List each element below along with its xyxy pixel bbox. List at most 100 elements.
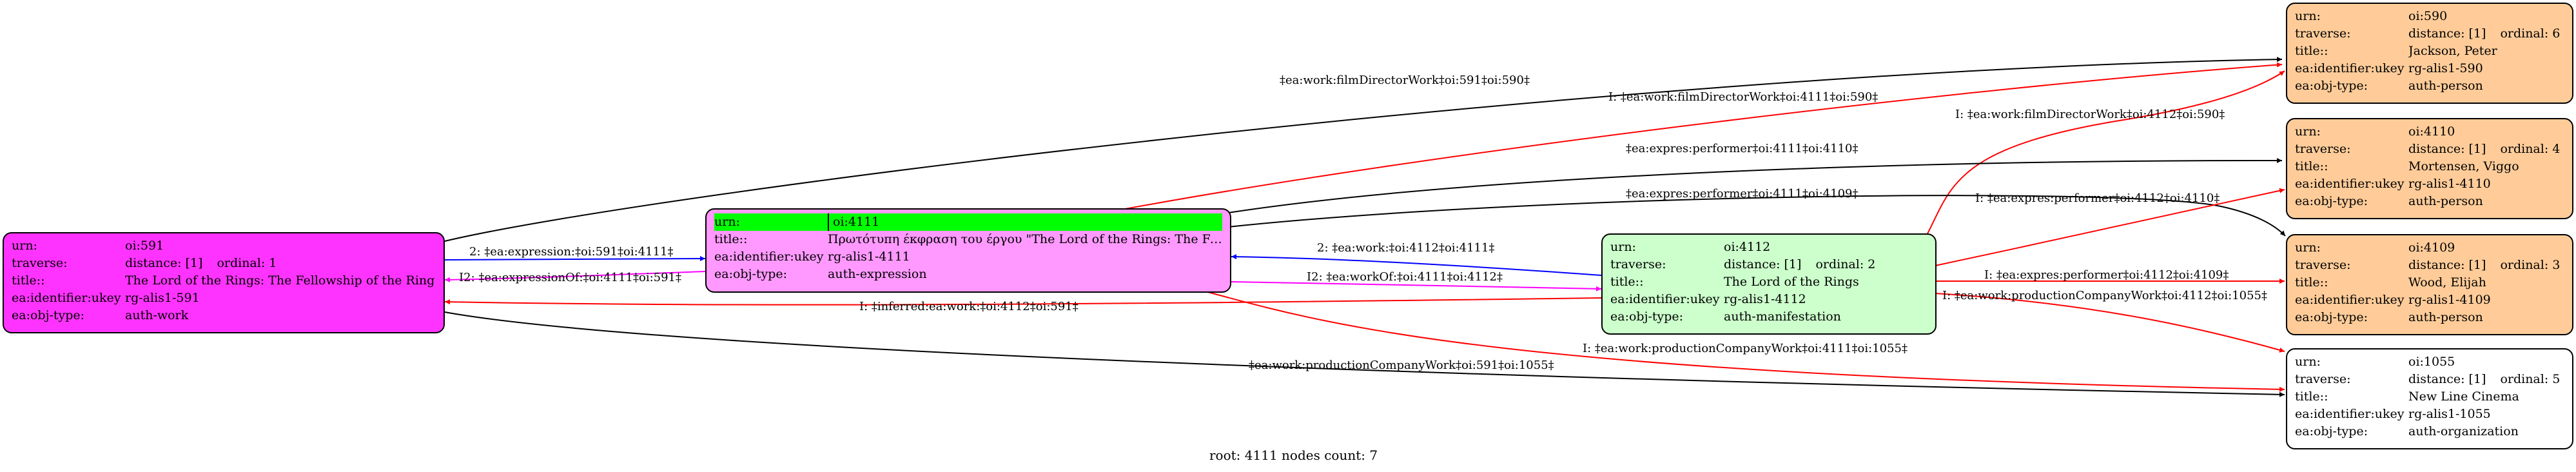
edge-label-4112-4109: I: ‡ea:expres:performer‡oi:4112‡oi:4109‡ (1984, 268, 2229, 282)
edge-4112-4111 (1231, 254, 1602, 276)
node-title: The Lord of the Rings (1724, 275, 1859, 289)
edge-4112-4110 (1935, 188, 2285, 266)
key-urn: urn: (2295, 124, 2321, 139)
node-title: Mortensen, Viggo (2408, 159, 2519, 173)
key-title: title:: (2295, 159, 2328, 173)
edge-label-591-590: ‡ea:work:filmDirectorWork‡oi:591‡oi:590‡ (1280, 74, 1530, 87)
key-urn: urn: (1610, 240, 1636, 254)
key-objtype: ea:obj-type: (714, 267, 788, 281)
key-title: title:: (2295, 275, 2328, 290)
node-urn: oi:1055 (2408, 355, 2455, 369)
edge-4111-1055 (1205, 291, 2285, 392)
node-ukey: rg-alis1-590 (2408, 61, 2483, 75)
key-traverse: traverse: (2295, 372, 2351, 386)
edge-4111-4112 (1231, 281, 1602, 291)
node-urn: oi:4110 (2408, 124, 2455, 139)
edge-591-1055 (444, 311, 2285, 397)
node-ordinal: ordinal: 2 (1815, 257, 1876, 271)
node-distance: distance: [1] (2408, 258, 2486, 272)
key-traverse: traverse: (2295, 258, 2351, 272)
edge-591-590 (444, 57, 2283, 242)
node-distance: distance: [1] (125, 256, 203, 270)
node-oi-4112[interactable]: urn: oi:4112 traverse: distance: [1] ordina… (1601, 233, 1937, 335)
key-ukey: ea:identifier:ukey (2295, 293, 2405, 307)
node-urn: oi:590 (2408, 9, 2448, 23)
node-distance: distance: [1] (2408, 26, 2486, 41)
node-title: Πρωτότυπη έκφραση του έργου "The Lord of… (828, 232, 1222, 246)
key-urn: urn: (2295, 9, 2321, 23)
node-objtype: auth-manifestation (1724, 310, 1841, 324)
key-title: title:: (2295, 44, 2328, 58)
edge-591-4111 (444, 256, 706, 262)
key-ukey: ea:identifier:ukey (12, 291, 121, 305)
edge-label-4112-591: I: ‡inferred:ea:work:‡oi:4112‡oi:591‡ (859, 300, 1078, 313)
node-objtype: auth-expression (828, 267, 927, 281)
edge-4111-591 (444, 271, 706, 282)
node-ukey: rg-alis1-4110 (2408, 177, 2491, 191)
node-ordinal: ordinal: 1 (217, 256, 277, 270)
edge-label-591-4111: 2: ‡ea:expression:‡oi:591‡oi:4111‡ (469, 245, 673, 259)
key-urn: urn: (2295, 355, 2321, 369)
graph-footer: root: 4111 nodes count: 7 (1209, 447, 1378, 463)
node-objtype: auth-person (2408, 194, 2483, 208)
node-ordinal: ordinal: 4 (2500, 142, 2561, 156)
node-oi-4109[interactable]: urn: oi:4109 traverse: distance: [1] ordina… (2286, 234, 2573, 335)
edge-4111-4109 (1227, 195, 2286, 237)
key-objtype: ea:obj-type: (2295, 194, 2368, 208)
key-ukey: ea:identifier:ukey (1610, 292, 1720, 306)
node-objtype: auth-work (125, 308, 189, 322)
edge-4112-590 (1893, 70, 2285, 279)
edge-4112-1055 (1935, 293, 2285, 353)
node-objtype: auth-person (2408, 310, 2483, 324)
edge-label-4112-4111: 2: ‡ea:work:‡oi:4112‡oi:4111‡ (1317, 241, 1494, 255)
node-distance: distance: [1] (2408, 372, 2486, 386)
node-urn: oi:591 (125, 239, 164, 253)
node-title: New Line Cinema (2408, 389, 2519, 404)
node-oi-591[interactable]: urn: oi:591 traverse: distance: [1] ordinal… (3, 232, 445, 333)
key-title: title:: (12, 273, 45, 288)
edge-4112-591 (444, 297, 1602, 306)
node-urn: oi:4112 (1724, 240, 1771, 254)
key-objtype: ea:obj-type: (1610, 310, 1684, 324)
edge-label-4111-4110: ‡ea:expres:performer‡oi:4111‡oi:4110‡ (1626, 142, 1858, 155)
node-urn: oi:4111 (833, 215, 880, 229)
node-urn: oi:4109 (2408, 241, 2455, 255)
node-ukey: rg-alis1-591 (125, 291, 200, 305)
node-distance: distance: [1] (1724, 257, 1802, 271)
edge-label-4111-590: I: ‡ea:work:filmDirectorWork‡oi:4111‡oi:… (1608, 90, 1878, 104)
edge-label-4111-1055: I: ‡ea:work:productionCompanyWork‡oi:411… (1583, 342, 1908, 355)
edge-label-4112-1055: I: ‡ea:work:productionCompanyWork‡oi:411… (1942, 289, 2267, 302)
edge-label-4111-4109: ‡ea:expres:performer‡oi:4111‡oi:4109‡ (1626, 187, 1858, 201)
node-oi-4111[interactable]: urn:oi:4111 title::Πρωτότυπη έκφραση του… (705, 208, 1231, 293)
node-ordinal: ordinal: 6 (2500, 26, 2561, 41)
edge-4111-590 (1121, 62, 2283, 210)
node-oi-1055[interactable]: urn: oi:1055 traverse: distance: [1] ordina… (2286, 348, 2573, 449)
node-objtype: auth-person (2408, 79, 2483, 93)
key-traverse: traverse: (12, 256, 68, 270)
edge-label-4111-591: I2: ‡ea:expressionOf:‡oi:4111‡oi:591‡ (459, 271, 681, 284)
key-title: title:: (2295, 389, 2328, 404)
key-objtype: ea:obj-type: (2295, 310, 2368, 324)
edge-label-4112-4110: I: ‡ea:expres:performer‡oi:4112‡oi:4110‡ (1975, 192, 2220, 205)
node-oi-4110[interactable]: urn:oi:4110 traverse:distance: [1]ordina… (2286, 118, 2573, 219)
node-ukey: rg-alis1-4112 (1724, 292, 1806, 306)
key-ukey: ea:identifier:ukey (2295, 407, 2405, 421)
key-ukey: ea:identifier:ukey (2295, 177, 2405, 191)
key-title: title:: (1610, 275, 1644, 289)
key-objtype: ea:obj-type: (12, 308, 85, 322)
node-title: Jackson, Peter (2408, 44, 2497, 58)
key-traverse: traverse: (1610, 257, 1666, 271)
edge-4111-4110 (1227, 157, 2283, 213)
node-distance: distance: [1] (2408, 142, 2486, 156)
node-ordinal: ordinal: 3 (2500, 258, 2561, 272)
key-urn: urn: (12, 239, 37, 253)
key-urn: urn: (2295, 241, 2321, 255)
node-oi-590[interactable]: urn: oi:590 traverse: distance: [1] ordinal… (2286, 3, 2573, 104)
node-ordinal: ordinal: 5 (2500, 372, 2561, 386)
key-traverse: traverse: (2295, 26, 2351, 41)
key-objtype: ea:obj-type: (2295, 79, 2368, 93)
key-ukey: ea:identifier:ukey (2295, 61, 2405, 75)
node-objtype: auth-organization (2408, 424, 2519, 438)
edge-label-4112-590: I: ‡ea:work:filmDirectorWork‡oi:4112‡oi:… (1955, 108, 2225, 121)
